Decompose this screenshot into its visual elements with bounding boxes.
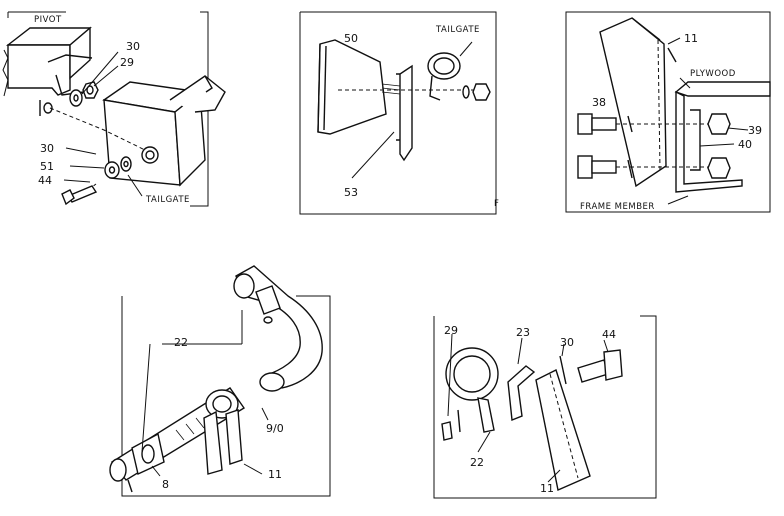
clamp-11 <box>203 389 243 475</box>
tube-9-10 <box>233 265 323 392</box>
panel-frame <box>433 315 657 499</box>
panel-clamp-exploded: 29 23 30 44 22 11 <box>433 315 657 499</box>
tailgate-clamp <box>396 52 461 162</box>
hinge-nut <box>472 83 491 101</box>
label-part-22: 22 <box>174 336 188 349</box>
label-tailgate: TAILGATE <box>145 195 190 205</box>
leader-11 <box>243 463 263 475</box>
label-part-9-10: 9/0 <box>266 422 284 435</box>
leader-23 <box>517 337 523 365</box>
washer-30 <box>559 355 567 385</box>
bolt-38-upper <box>577 113 633 135</box>
leader-39 <box>727 127 749 131</box>
panel-frame <box>121 295 331 497</box>
label-plywood: PLYWOOD <box>690 69 736 79</box>
leader-22 <box>477 431 491 453</box>
ring-clamp-22 <box>445 347 499 433</box>
washer-30 <box>69 89 83 107</box>
label-part-11: 11 <box>268 468 282 481</box>
label-part-30: 30 <box>560 336 574 349</box>
label-part-50: 50 <box>344 32 358 45</box>
washer-51 <box>104 161 120 179</box>
label-frame-member: FRAME MEMBER <box>580 202 655 212</box>
bolt-44 <box>577 349 623 383</box>
hinge-washer <box>462 85 470 99</box>
label-corner: F <box>494 199 499 209</box>
label-part-29: 29 <box>444 324 458 337</box>
leader-11 <box>547 469 561 483</box>
label-part-23: 23 <box>516 326 530 339</box>
label-part-53: 53 <box>344 186 358 199</box>
panel-frame <box>565 11 771 213</box>
hinge-cone-50 <box>317 39 401 135</box>
label-part-29: 29 <box>120 56 134 69</box>
bolt-axes <box>616 123 708 168</box>
leader-30 <box>81 51 119 95</box>
label-part-11: 11 <box>684 32 698 45</box>
panel-tube-assembly: 22 9/0 8 11 <box>109 265 331 497</box>
label-pivot: PIVOT <box>34 15 62 25</box>
label-part-40: 40 <box>738 138 752 151</box>
label-part-44: 44 <box>38 174 52 187</box>
bolt-axis <box>49 107 146 151</box>
label-part-11: 11 <box>540 482 554 495</box>
break-line <box>2 49 9 97</box>
pivot-bracket <box>5 26 93 116</box>
upright-11 <box>599 17 677 188</box>
leader-tailgate <box>459 41 473 57</box>
label-part-39: 39 <box>748 124 762 137</box>
panel-tailgate-pivot: PIVOT 30 29 30 51 44 TAILGATE <box>2 11 226 207</box>
label-part-38: 38 <box>592 96 606 109</box>
leader-8 <box>151 465 161 477</box>
label-tailgate: TAILGATE <box>435 25 480 35</box>
label-part-8: 8 <box>162 478 169 491</box>
plywood-channel <box>674 81 771 193</box>
label-part-51: 51 <box>40 160 54 173</box>
leader-53 <box>351 131 395 179</box>
washer-30-lower <box>120 156 132 172</box>
panel-frame <box>299 11 497 215</box>
upright-11 <box>535 369 591 491</box>
leader-frame-member <box>667 195 689 205</box>
leader-plywood <box>679 77 691 89</box>
bracket-23 <box>507 365 536 421</box>
leader-9-10 <box>261 407 269 421</box>
nut-39 <box>707 113 731 135</box>
leader-29 <box>447 333 453 417</box>
leader-30 <box>561 343 565 357</box>
bolt-44 <box>61 185 98 206</box>
label-part-30-lower: 30 <box>40 142 54 155</box>
label-part-30: 30 <box>126 40 140 53</box>
leader-44 <box>603 339 609 353</box>
panel-tailgate-hinge: 50 TAILGATE 53 F <box>299 11 499 215</box>
bolt-38-lower <box>577 155 633 179</box>
panel-frame-mount: 11 PLYWOOD 38 39 40 FRAME MEMBER <box>565 11 771 213</box>
fastener-29 <box>441 409 461 441</box>
label-part-22: 22 <box>470 456 484 469</box>
leader-40 <box>699 143 735 147</box>
label-part-44: 44 <box>602 328 616 341</box>
leader-29 <box>93 65 119 87</box>
nut-40 <box>707 157 731 179</box>
leader-11 <box>667 37 681 45</box>
